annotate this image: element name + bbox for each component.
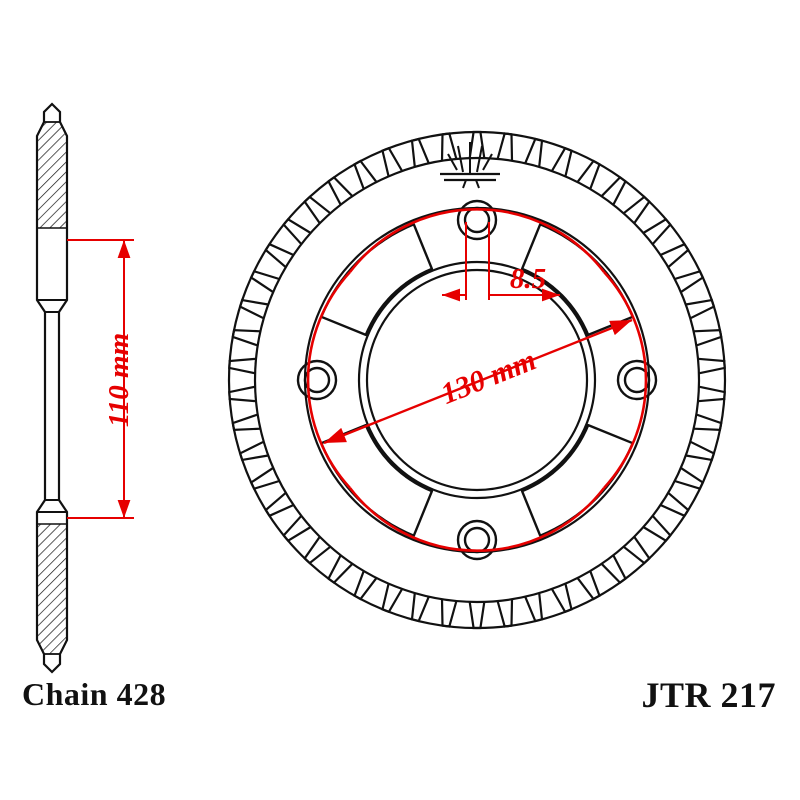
tooth (685, 440, 716, 462)
tooth (660, 491, 690, 518)
bolt-circle-dim-line (323, 318, 633, 445)
tooth (674, 466, 705, 491)
bolt-hole-boss (456, 519, 498, 561)
tooth-root-circle (253, 156, 701, 604)
tooth (327, 554, 354, 585)
tooth (685, 298, 716, 320)
tooth (381, 583, 404, 614)
tooth (303, 536, 332, 565)
tooth (440, 599, 458, 628)
tooth (642, 217, 672, 245)
teeth-ring (227, 130, 727, 630)
tooth (249, 466, 280, 491)
section-hatch-top (36, 121, 68, 229)
tooth (600, 554, 627, 585)
tooth (674, 269, 705, 294)
tooth (524, 137, 544, 168)
tooth (660, 242, 690, 269)
dimension-hole-diameter: 8.5 (442, 222, 560, 302)
tooth (622, 195, 651, 224)
tooth (600, 175, 627, 206)
bolt-circle-arc-top (348, 208, 606, 273)
tooth (264, 242, 294, 269)
tooth (496, 132, 514, 161)
tooth (264, 491, 294, 518)
tooth (550, 583, 573, 614)
tooth (249, 269, 280, 294)
tooth (697, 357, 726, 375)
tooth (468, 130, 486, 159)
tooth (238, 298, 269, 320)
tooth (410, 137, 430, 168)
tooth (238, 440, 269, 462)
hole-dim-text: 8.5 (510, 263, 546, 295)
tooth (468, 601, 486, 630)
bolt-hole-boss (456, 199, 498, 241)
tooth (524, 592, 544, 623)
bolt-circle-dim-text: 130 mm (436, 343, 540, 410)
tooth (550, 146, 573, 177)
tooth (496, 599, 514, 628)
tooth (303, 195, 332, 224)
dimension-thickness: 110 mm (67, 239, 135, 519)
tooth-group (228, 130, 726, 630)
tooth (231, 329, 261, 347)
bolt-hole-bore (463, 206, 491, 234)
thickness-dim-text: 110 mm (103, 333, 135, 427)
tooth (353, 159, 378, 190)
bolt-circle-arc-left (306, 271, 351, 489)
tooth (642, 515, 672, 543)
side-section-view (35, 102, 69, 674)
tooth (327, 175, 354, 206)
chain-size-label: Chain 428 (22, 676, 167, 712)
bolt-circle-arc-bottom (348, 487, 606, 552)
bolt-hole-bore (463, 526, 491, 554)
bolt-hole-group (296, 199, 658, 561)
tooth (576, 570, 601, 601)
tooth (693, 329, 723, 347)
tooth (228, 385, 257, 403)
tooth (228, 357, 257, 375)
tooth (282, 217, 312, 245)
tooth (693, 413, 723, 431)
tooth (576, 159, 601, 190)
tooth (231, 413, 261, 431)
tooth (282, 515, 312, 543)
bolt-circle-arc-right (603, 271, 648, 489)
part-number-label: JTR 217 (641, 675, 776, 715)
section-hatch-bottom (36, 523, 68, 655)
tooth (381, 146, 404, 177)
tooth (440, 132, 458, 161)
tooth (622, 536, 651, 565)
jt-logo-icon (440, 142, 500, 189)
tooth (410, 592, 430, 623)
tooth (697, 385, 726, 403)
tooth (353, 570, 378, 601)
